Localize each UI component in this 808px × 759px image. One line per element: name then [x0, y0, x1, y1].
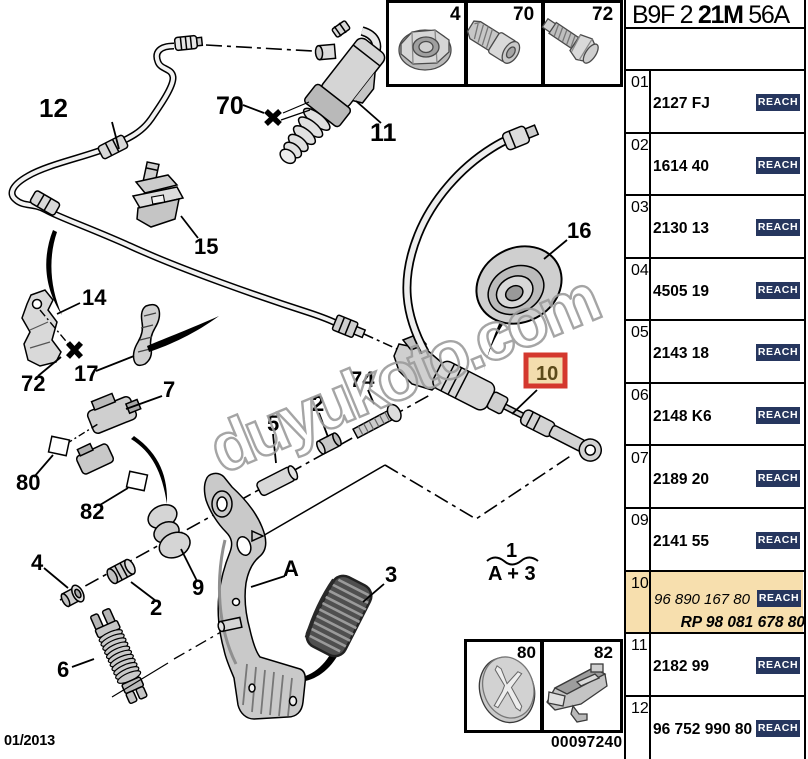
svg-text:14: 14 — [82, 285, 107, 310]
svg-text:9: 9 — [192, 575, 204, 600]
svg-text:15: 15 — [194, 234, 218, 259]
svg-text:12: 12 — [39, 93, 68, 123]
svg-text:4: 4 — [31, 550, 44, 575]
svg-text:17: 17 — [74, 361, 98, 386]
svg-text:A: A — [283, 556, 299, 581]
svg-text:7: 7 — [163, 377, 175, 402]
svg-text:6: 6 — [57, 657, 69, 682]
svg-text:82: 82 — [80, 499, 104, 524]
svg-text:A + 3: A + 3 — [488, 563, 536, 585]
svg-text:74: 74 — [350, 367, 375, 392]
svg-text:70: 70 — [216, 92, 244, 120]
svg-text:1: 1 — [506, 540, 517, 562]
svg-text:3: 3 — [385, 562, 397, 587]
svg-text:72: 72 — [21, 371, 45, 396]
svg-text:16: 16 — [567, 218, 591, 243]
svg-text:2: 2 — [312, 391, 324, 416]
svg-text:5: 5 — [267, 411, 279, 436]
svg-text:2: 2 — [150, 595, 162, 620]
svg-text:11: 11 — [370, 119, 397, 147]
svg-text:10: 10 — [536, 363, 558, 385]
svg-text:80: 80 — [16, 470, 40, 495]
